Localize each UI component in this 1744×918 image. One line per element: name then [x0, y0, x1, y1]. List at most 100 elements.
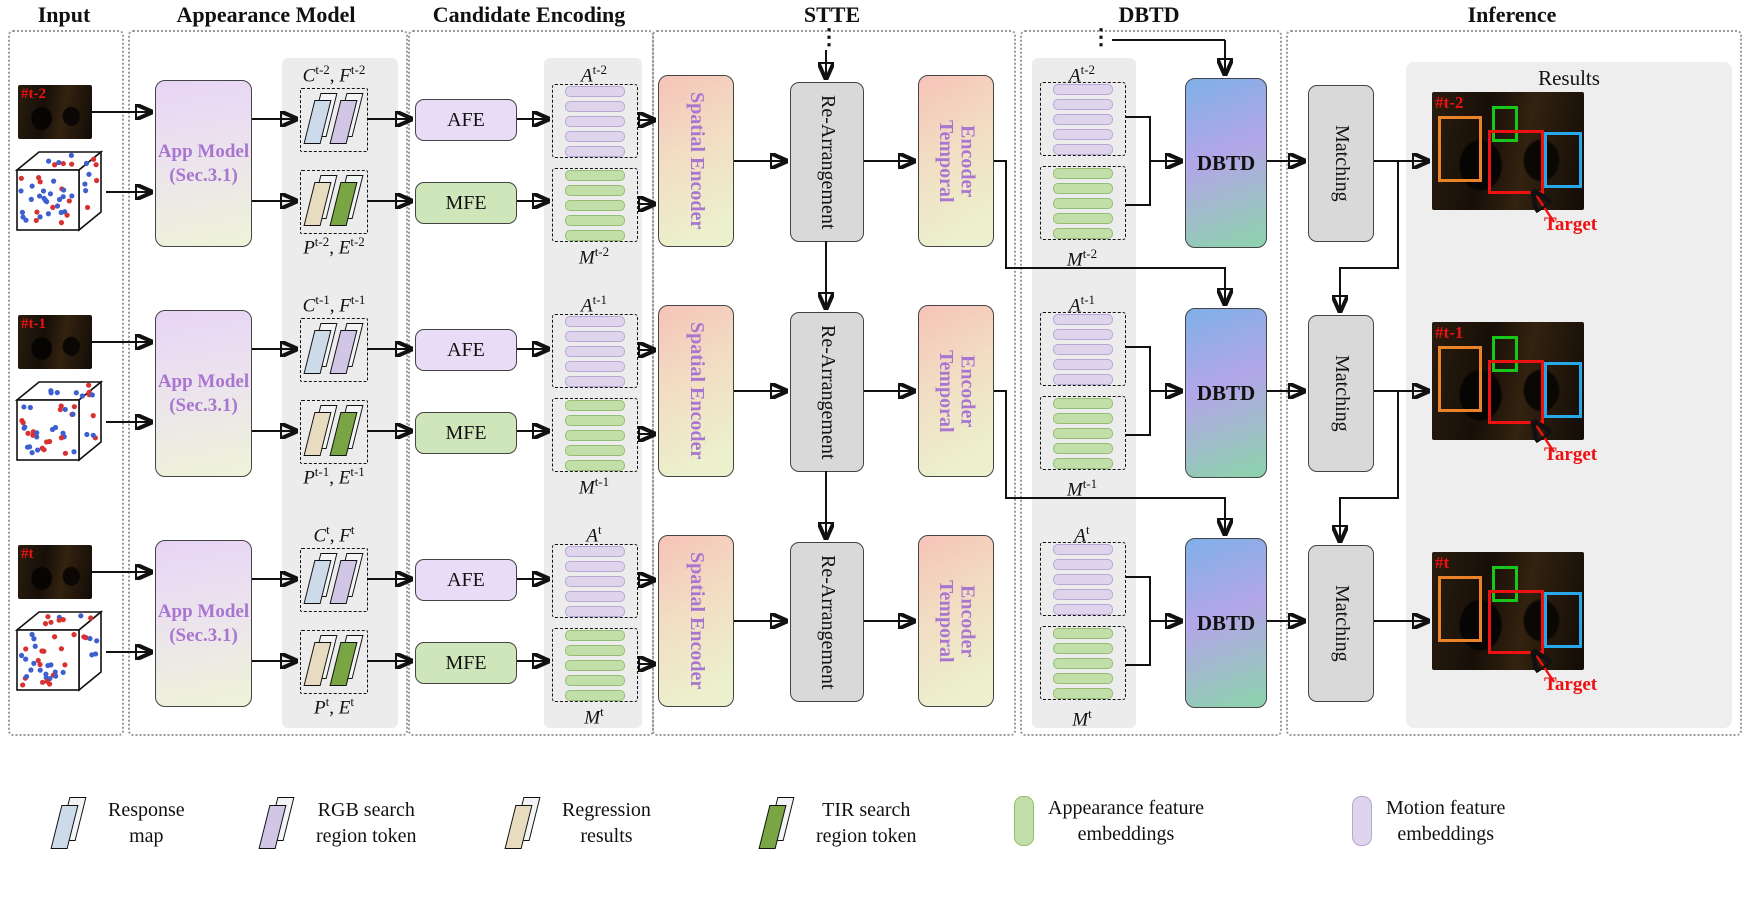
header-appearance-model: Appearance Model — [176, 2, 356, 27]
a-embedding-label: At-2 — [540, 62, 648, 87]
var-m: M — [1066, 249, 1083, 271]
matching-box: Matching — [1308, 545, 1374, 702]
mfe-box: MFE — [415, 412, 517, 454]
sup-t: t-2 — [1082, 246, 1098, 261]
motion-embeddings-stack — [552, 398, 638, 472]
rearrangement-box: Re-Arrangement — [790, 542, 864, 702]
spatial-encoder-label: Spatial Encoder — [685, 552, 708, 690]
afe-label: AFE — [447, 338, 485, 361]
pipeline-row-t-2: #t-2 App Model (Sec.3.1) Ct-2, Ft-2 Pt-2… — [0, 62, 1744, 292]
var-a: A — [580, 295, 593, 317]
frame-label: #t-1 — [21, 316, 46, 332]
mfe-label: MFE — [445, 421, 487, 444]
target-label: Target — [1544, 674, 1598, 695]
dbtd-box: DBTD — [1185, 78, 1267, 248]
motion-embeddings-stack — [552, 168, 638, 242]
sup-t: t-1 — [594, 474, 610, 489]
cf-token-label: Ct, Ft — [286, 522, 382, 547]
var-a: A — [586, 525, 598, 547]
a-embedding-label: At — [540, 522, 648, 547]
bbox-blue — [1544, 362, 1582, 418]
sup-t: t-1 — [1080, 292, 1096, 307]
temporal-encoder-label: Temporal Encoder — [935, 119, 979, 203]
pe-token-stack — [300, 170, 368, 234]
dbtd-motion-stack — [1040, 626, 1126, 700]
var-f: F — [339, 525, 351, 547]
sup-t: t-2 — [594, 244, 610, 259]
var-f: F — [339, 295, 351, 317]
mfe-box: MFE — [415, 642, 517, 684]
dbtd-box: DBTD — [1185, 308, 1267, 478]
cf-token-stack — [300, 318, 368, 382]
header-stte: STTE — [803, 2, 861, 27]
sup-t: t — [600, 704, 604, 719]
input-frame-image: #t-1 — [18, 315, 92, 369]
sup-t: t — [350, 522, 355, 537]
sup-t: t-2 — [314, 234, 330, 249]
sup-t: t-1 — [350, 464, 365, 479]
afe-box: AFE — [415, 99, 517, 141]
bbox-red — [1488, 590, 1544, 654]
dbtd-m-label: Mt — [1028, 706, 1136, 731]
response-map-icon — [48, 795, 94, 851]
sup-t: t — [350, 694, 354, 709]
pe-token-stack — [300, 630, 368, 694]
bbox-red — [1488, 130, 1544, 194]
cf-token-stack — [300, 548, 368, 612]
legend-response-map: Response map — [48, 795, 185, 851]
matching-label: Matching — [1330, 355, 1353, 432]
spatial-encoder-box: Spatial Encoder — [658, 305, 734, 477]
var-m: M — [1072, 709, 1089, 731]
var-a: A — [580, 65, 593, 87]
legend-label: Regression results — [562, 799, 651, 847]
pe-token-stack — [300, 400, 368, 464]
spatial-encoder-label: Spatial Encoder — [685, 322, 708, 460]
mfe-label: MFE — [445, 651, 487, 674]
sup-t: t — [325, 694, 330, 709]
app-model-box: App Model (Sec.3.1) — [155, 80, 252, 247]
sup-t: t-2 — [350, 62, 366, 77]
dbtd-motion-stack — [1040, 396, 1126, 470]
motion-embedding-icon — [1352, 796, 1372, 846]
bbox-green — [1492, 566, 1518, 602]
pipeline-row-t: #t App Model (Sec.3.1) Ct, Ft Pt, Et AFE… — [0, 522, 1744, 752]
dbtd-m-label: Mt-1 — [1028, 476, 1136, 501]
sup-t: t — [597, 522, 602, 537]
spatial-encoder-label: Spatial Encoder — [685, 92, 708, 230]
spatial-encoder-box: Spatial Encoder — [658, 535, 734, 707]
frame-label: #t-2 — [21, 86, 46, 102]
legend-label: Motion feature embeddings — [1386, 797, 1506, 845]
var-m: M — [1066, 479, 1083, 501]
rgb-token-icon — [256, 795, 302, 851]
matching-box: Matching — [1308, 85, 1374, 242]
legend-appearance-feature-embeddings: Appearance feature embeddings — [1014, 795, 1204, 847]
matching-label: Matching — [1330, 585, 1353, 662]
sup-t: t — [1088, 706, 1092, 721]
bbox-orange — [1438, 346, 1482, 412]
var-p: P — [314, 697, 326, 719]
cf-token-label: Ct-1, Ft-1 — [286, 292, 382, 317]
sup-t: t-1 — [314, 464, 330, 479]
results-title: Results — [1538, 66, 1600, 90]
app-model-label: App Model (Sec.3.1) — [157, 600, 250, 646]
legend-regression-results: Regression results — [502, 795, 651, 851]
pe-token-label: Pt-1, Et-1 — [286, 464, 382, 489]
sep: , — [329, 65, 340, 87]
var-c: C — [313, 525, 327, 547]
target-label: Target — [1544, 444, 1598, 465]
var-f: F — [339, 65, 351, 87]
rearrangement-label: Re-Arrangement — [816, 324, 839, 460]
var-p: P — [303, 237, 315, 259]
sup-t: t-1 — [1082, 476, 1098, 491]
rearrangement-label: Re-Arrangement — [816, 554, 839, 690]
frame-label: #t — [1435, 553, 1450, 572]
appearance-embeddings-stack — [552, 84, 638, 158]
result-image: #t-1 — [1432, 322, 1584, 440]
bbox-red — [1488, 360, 1544, 424]
sep: , — [329, 237, 339, 259]
appearance-embedding-icon — [1014, 796, 1034, 846]
temporal-encoder-box: Temporal Encoder — [918, 75, 994, 247]
afe-label: AFE — [447, 108, 485, 131]
temporal-encoder-label: Temporal Encoder — [935, 579, 979, 663]
bbox-green — [1492, 336, 1518, 372]
